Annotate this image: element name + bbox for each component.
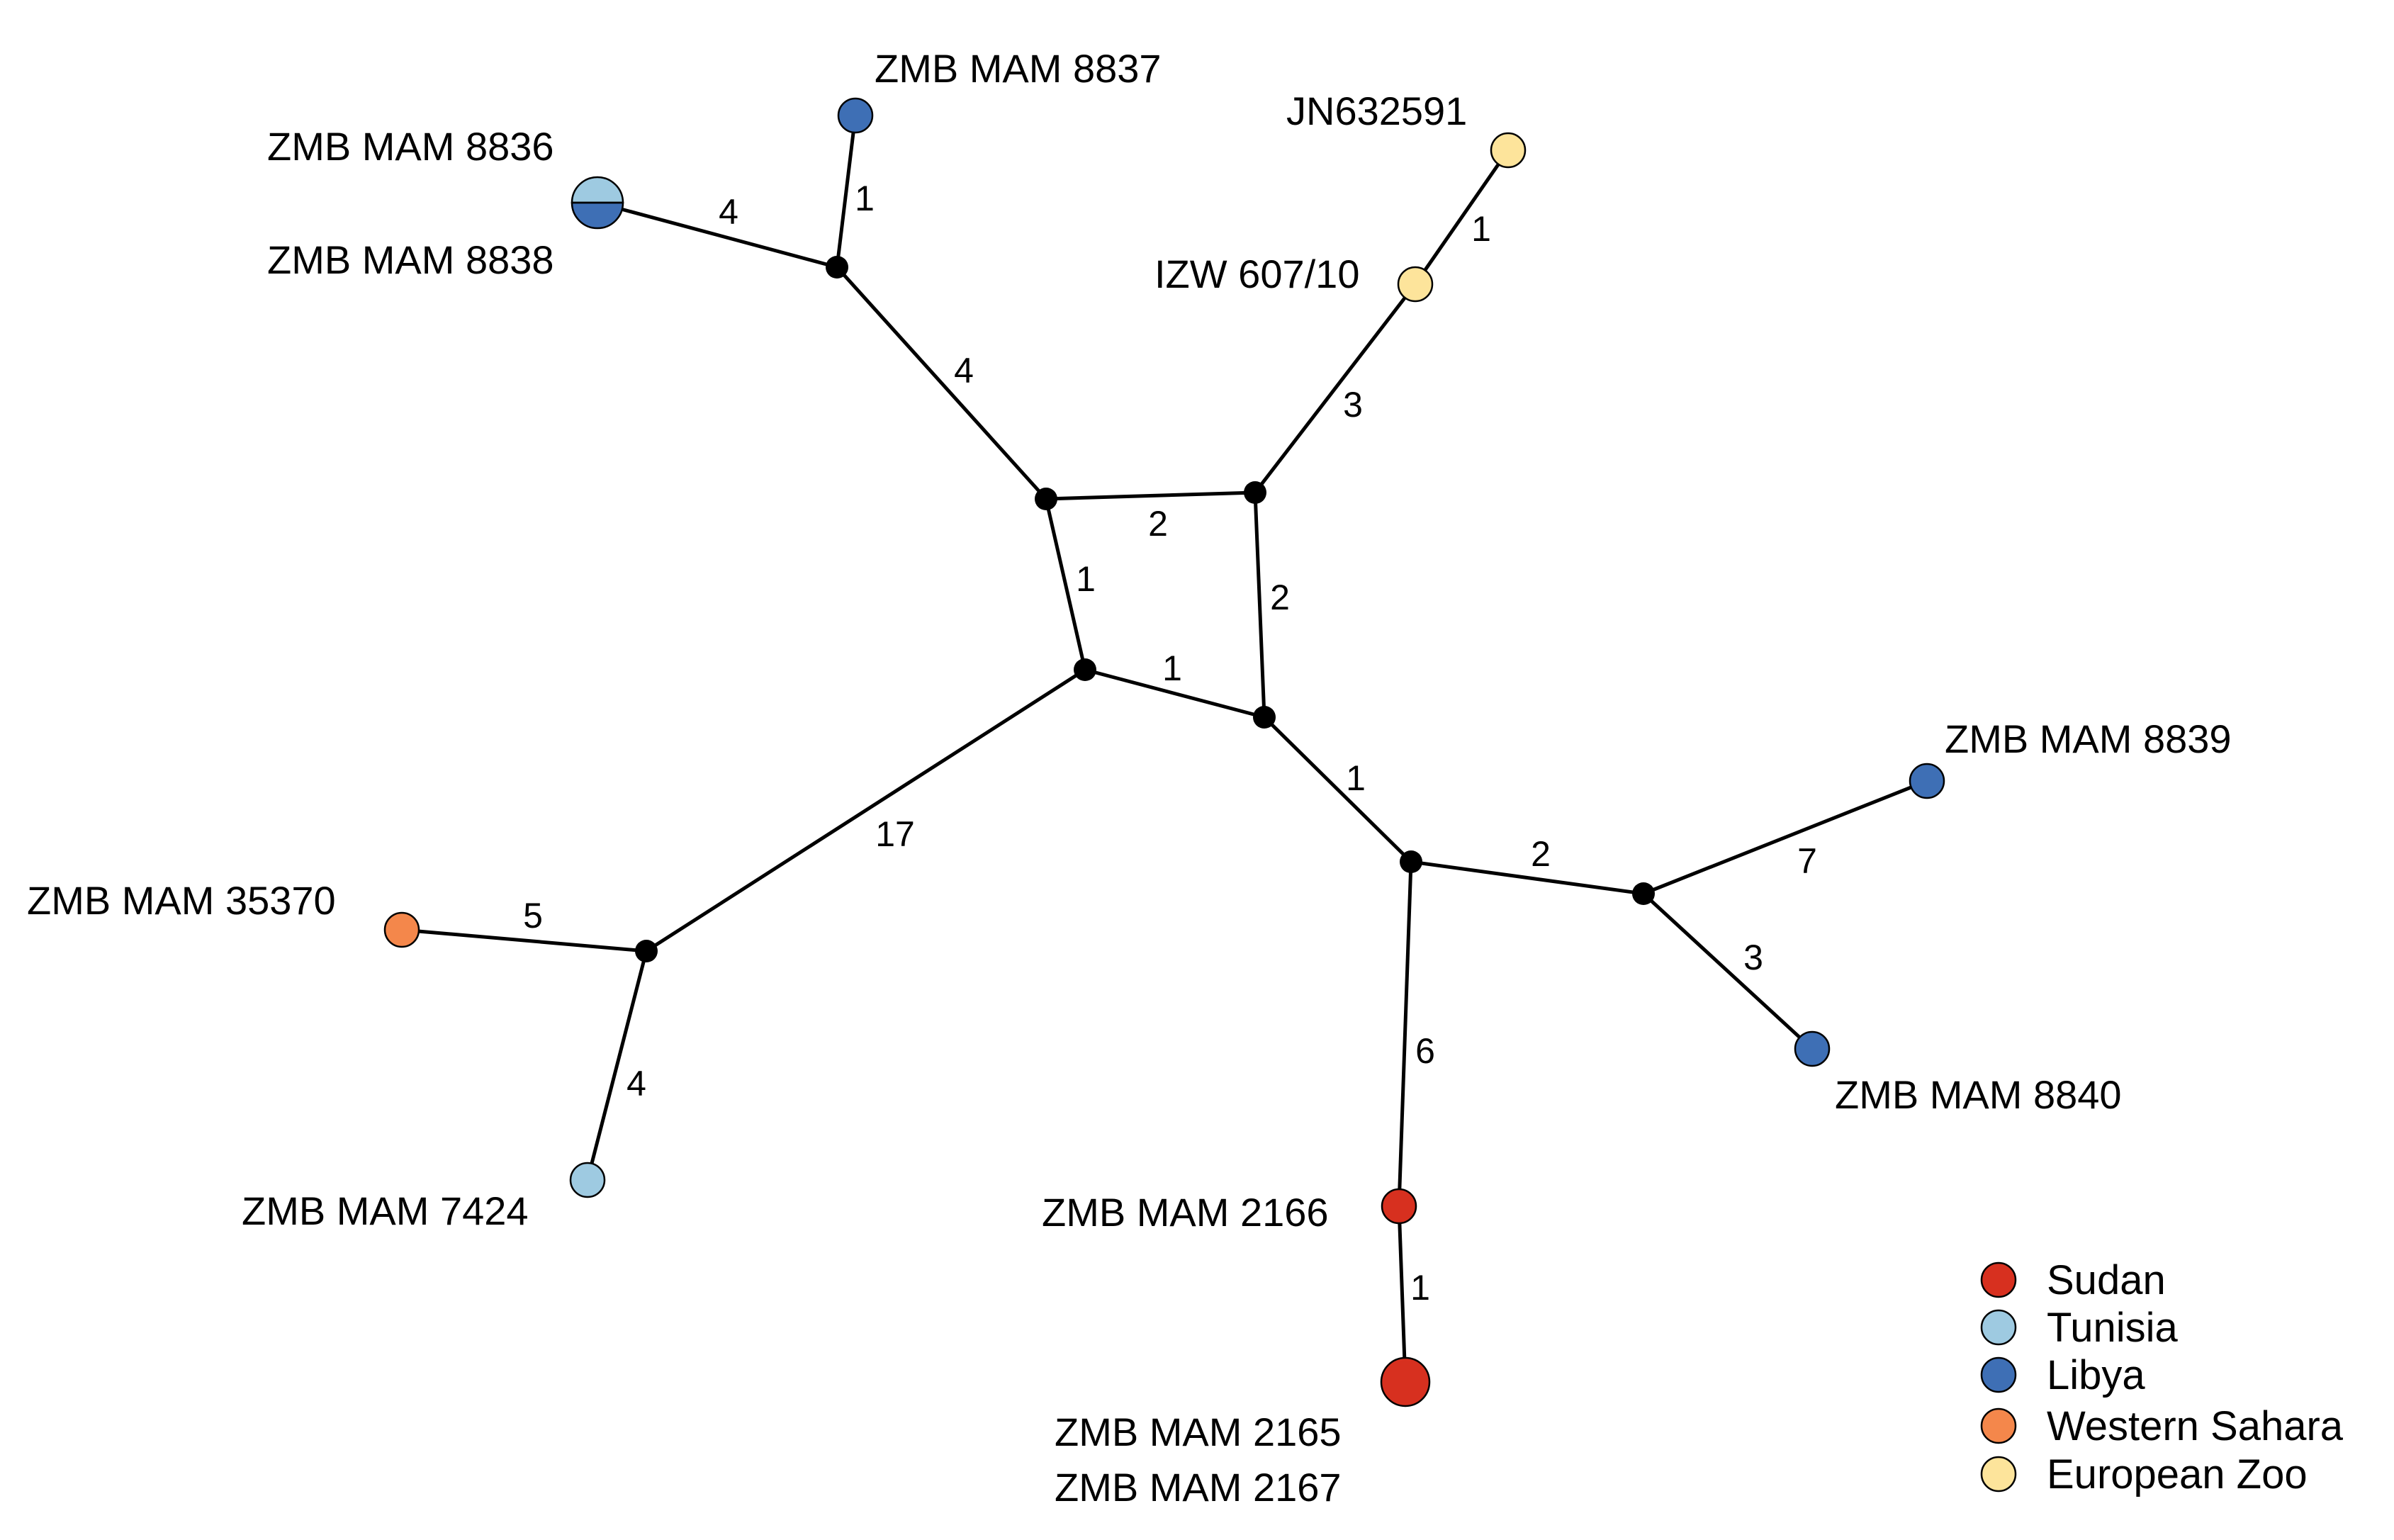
median-vector [1253,706,1276,729]
node-zmb-mam-35370 [383,911,420,948]
median-vector [1074,658,1096,681]
legend-item-european-zoo: European Zoo [1980,1451,2308,1497]
legend-swatch [1980,1309,2017,1346]
edge-2166 [1397,861,1413,1207]
edge-weight: 7 [1797,841,1817,881]
node-half-tunisia [571,176,624,204]
node-zmb-mam-7424 [569,1162,606,1198]
legend-item-libya: Libya [1980,1352,2145,1398]
median-vector [1244,481,1266,504]
edge-weight: 2 [1270,578,1290,617]
label-zmb-mam-2166: ZMB MAM 2166 [1042,1190,1329,1235]
legend-swatch [1980,1261,2017,1298]
node-jn632591 [1490,132,1527,169]
legend-swatch [1980,1356,2017,1393]
edge-box-top [1045,490,1256,501]
edge-8836-8838 [597,201,838,269]
haplotype-nodes [383,97,1945,1407]
label-zmb-mam-8837: ZMB MAM 8837 [875,46,1162,91]
edge-weight: 1 [1346,758,1366,798]
median-vector [1400,850,1422,873]
label-zmb-mam-8840: ZMB MAM 8840 [1835,1072,2122,1117]
legend-item-western-sahara: Western Sahara [1980,1403,2344,1449]
edge-left-main [645,668,1086,953]
edge-weight: 2 [1531,834,1551,874]
edge-box-left [1044,498,1087,670]
label-zmb-mam-8838: ZMB MAM 8838 [267,237,554,282]
edge-weight: 6 [1415,1031,1435,1071]
edge-7424 [585,950,648,1181]
legend-label: Western Sahara [2047,1403,2344,1449]
edge-weight: 3 [1743,938,1763,977]
edge-upper-right-branch [1254,283,1417,494]
edge-box-bottom [1084,668,1265,719]
edge-weight: 4 [719,192,738,232]
legend-label: Libya [2047,1352,2145,1398]
edge-weight: 5 [523,896,543,935]
edge-8840 [1642,892,1814,1050]
edge-8839 [1643,779,1928,896]
edge-right-hub [1410,860,1644,896]
node-labels: ZMB MAM 8837 ZMB MAM 8836 ZMB MAM 8838 J… [27,46,2232,1510]
median-vectors [635,256,1655,962]
legend-swatch [1980,1407,2017,1444]
legend-swatch [1980,1456,2017,1493]
node-zmb-mam-8836-8838 [571,176,624,230]
edge-weight: 4 [626,1064,646,1103]
network-edges [401,115,1928,1383]
edge-lower-right [1263,716,1412,863]
median-vector [635,940,658,962]
edge-box-right [1253,492,1266,718]
median-vector [1035,488,1057,510]
legend-item-sudan: Sudan [1980,1257,2166,1303]
edge-weight: 1 [1162,648,1182,688]
edge-weight: 1 [1471,209,1491,249]
label-jn632591: JN632591 [1286,89,1467,133]
label-zmb-mam-8836: ZMB MAM 8836 [267,124,554,169]
legend-item-tunisia: Tunisia [1980,1305,2179,1351]
label-izw-607-10: IZW 607/10 [1154,252,1359,296]
legend-label: European Zoo [2047,1451,2308,1497]
edge-jn632591 [1413,149,1510,286]
legend-label: Tunisia [2047,1305,2179,1351]
edge-8837 [835,115,858,268]
edge-weight-labels: 1 4 4 1 3 2 1 2 1 17 1 2 7 3 6 1 5 4 [523,179,1817,1308]
edge-weight: 4 [954,351,974,390]
edge-weight: 3 [1343,385,1363,425]
label-zmb-mam-2167: ZMB MAM 2167 [1055,1465,1342,1510]
edge-weight: 1 [1410,1268,1430,1308]
node-zmb-mam-8837 [837,97,874,134]
legend-label: Sudan [2047,1257,2166,1303]
edge-weight: 1 [1076,559,1096,599]
edge-weight: 1 [855,179,875,218]
node-izw-607-10 [1397,266,1434,303]
label-zmb-mam-2165: ZMB MAM 2165 [1055,1410,1342,1454]
edge-upper-left-branch [836,266,1047,500]
edge-weight: 2 [1148,504,1168,544]
legend: Sudan Tunisia Libya Western Sahara Europ… [1980,1257,2344,1497]
node-zmb-mam-8839 [1909,763,1945,799]
edge-weight: 17 [875,814,915,854]
node-zmb-mam-8840 [1794,1030,1831,1067]
node-half-libya [571,201,624,230]
edge-35370 [401,928,647,953]
label-zmb-mam-8839: ZMB MAM 8839 [1945,716,2232,761]
label-zmb-mam-7424: ZMB MAM 7424 [242,1188,529,1233]
label-zmb-mam-35370: ZMB MAM 35370 [27,878,336,923]
median-vector [826,256,848,279]
median-vector [1632,882,1655,905]
node-zmb-mam-2165-2167 [1380,1356,1431,1407]
edge-2165-2167 [1397,1205,1407,1383]
node-zmb-mam-2166 [1381,1188,1417,1225]
